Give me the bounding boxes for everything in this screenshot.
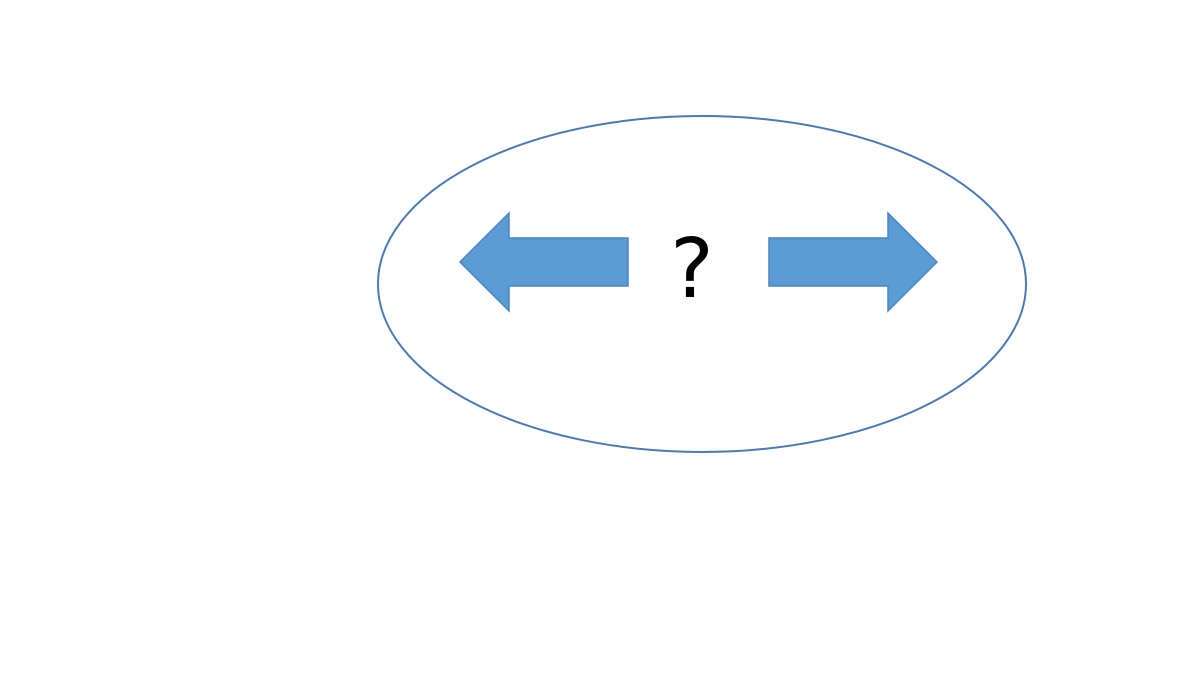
right-arrow-icon [768,211,939,313]
ellipse [377,115,1027,453]
center-question-mark: ? [670,222,714,317]
left-arrow-icon [458,211,629,313]
